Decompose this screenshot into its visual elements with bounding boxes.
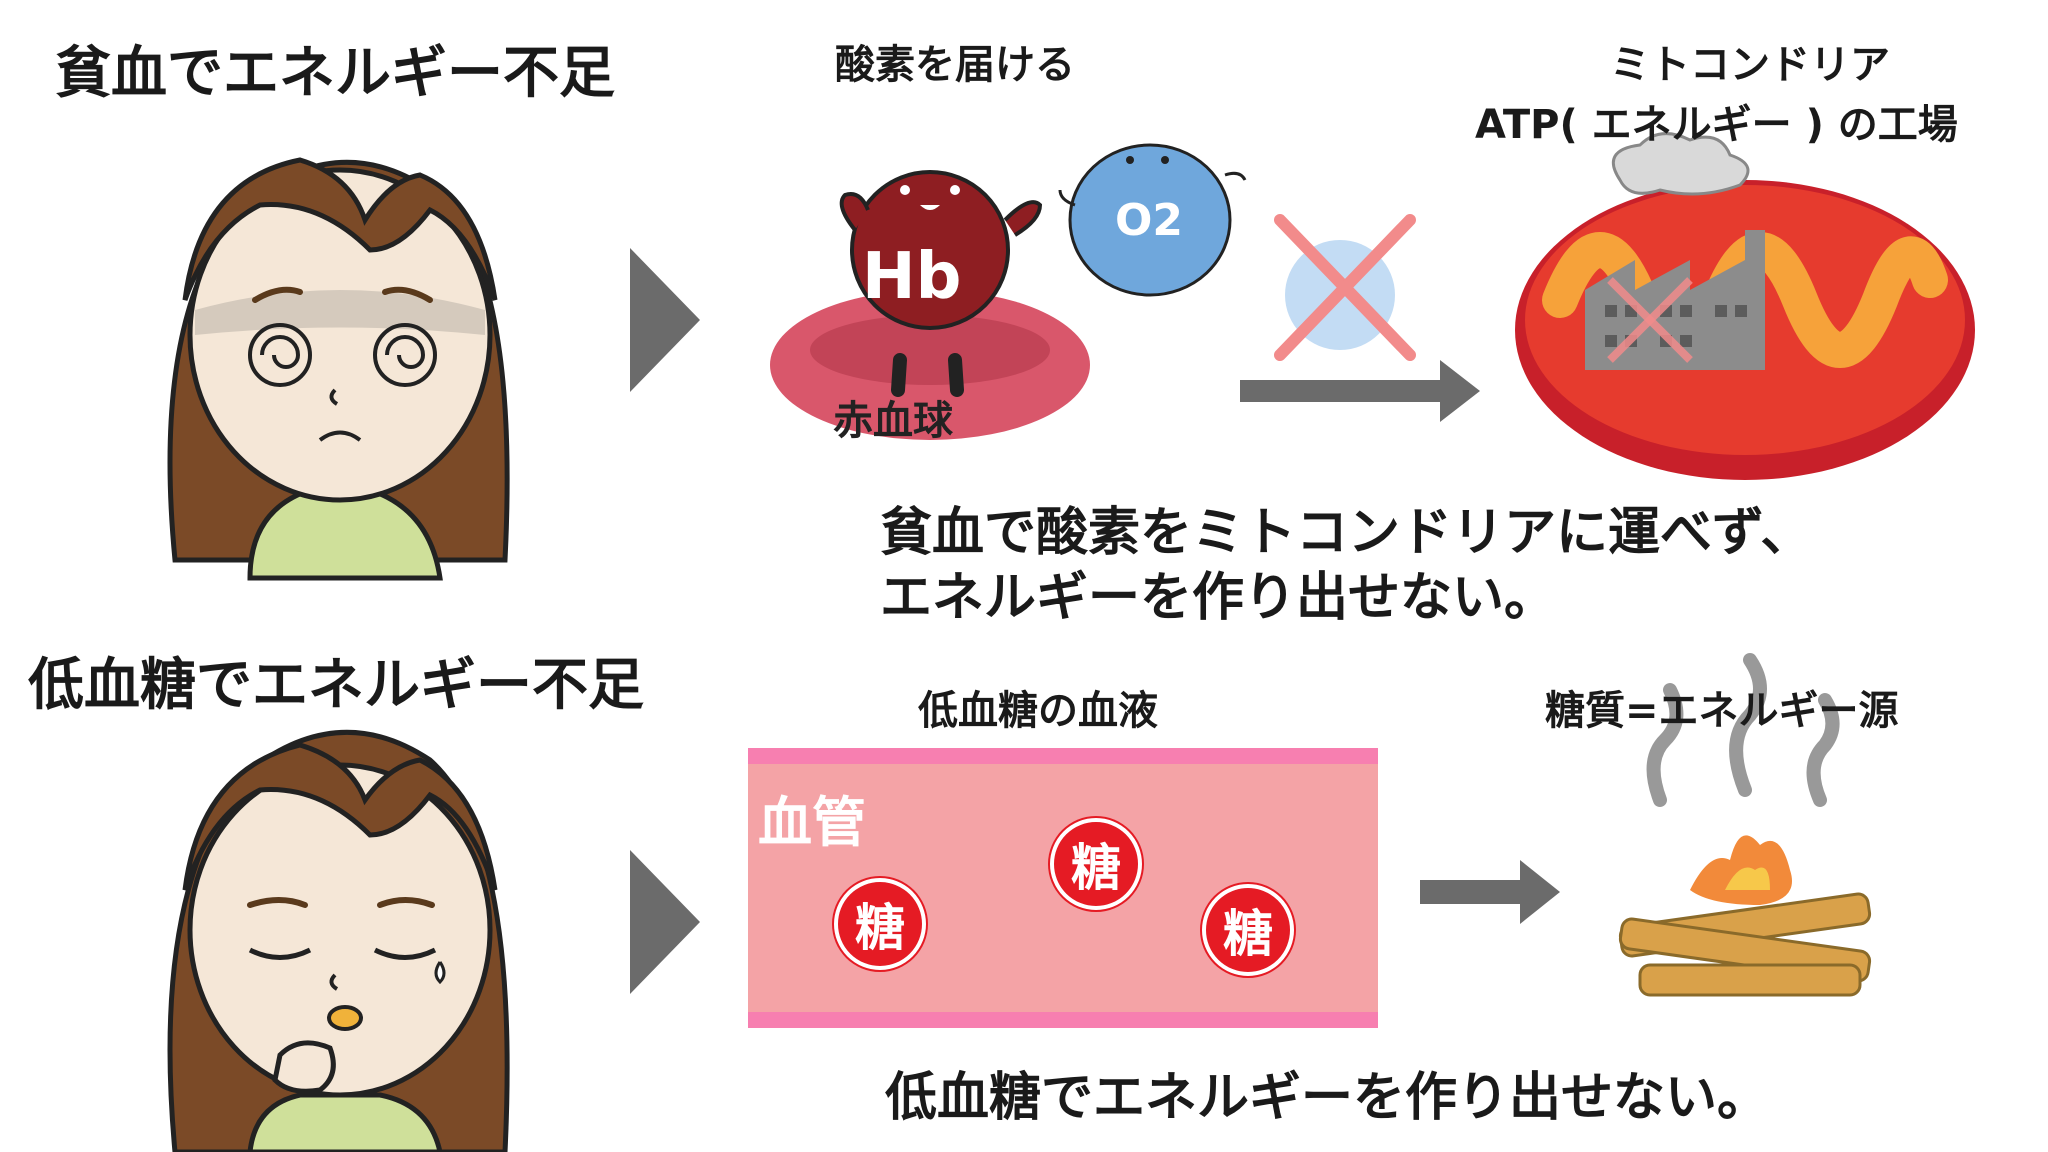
blocked-oxygen-icon — [1274, 214, 1416, 361]
sugar-molecule: 糖 — [1050, 818, 1142, 910]
vessel-label: 血管 — [758, 791, 866, 854]
rbc-label: 赤血球 — [833, 398, 953, 444]
arrow-triangle-top — [630, 248, 700, 392]
sugar-molecule: 糖 — [834, 878, 926, 970]
anemia-caption-line-1: 貧血で酸素をミトコンドリアに運べず、 — [880, 503, 1813, 563]
anemia-title: 貧血でエネルギー不足 — [55, 41, 615, 106]
energy-source-label: 糖質=エネルギー源 — [1545, 688, 1899, 734]
arrow-to-mitochondria — [1240, 360, 1480, 422]
oxygen-character — [1058, 143, 1247, 297]
hypoglycemia-caption: 低血糖でエネルギーを作り出せない。 — [885, 1068, 1770, 1128]
tired-girl-illustration — [167, 729, 510, 1152]
deliver-oxygen-label: 酸素を届ける — [835, 42, 1075, 88]
dizzy-girl-illustration — [167, 157, 510, 581]
arrow-to-fire — [1420, 860, 1560, 924]
hemoglobin-character — [839, 170, 1043, 397]
mitochondria-label: ミトコンドリア — [1610, 42, 1890, 88]
arrow-triangle-bottom — [630, 850, 700, 994]
hypoglycemic-blood-label: 低血糖の血液 — [918, 688, 1158, 734]
atp-factory-label: ATP( エネルギー ) の工場 — [1475, 102, 1958, 148]
blood-vessel: 血管 糖 糖 糖 — [748, 748, 1378, 1028]
hypoglycemia-title: 低血糖でエネルギー不足 — [28, 653, 644, 718]
red-blood-cell-illustration — [770, 290, 1090, 440]
hb-label: Hb — [862, 240, 962, 314]
campfire-illustration — [1618, 653, 1872, 997]
o2-label: O2 — [1115, 195, 1184, 246]
sugar-molecule: 糖 — [1202, 884, 1294, 976]
anemia-caption-line-2: エネルギーを作り出せない。 — [880, 568, 1557, 628]
mitochondria-factory-illustration — [1515, 132, 1975, 480]
